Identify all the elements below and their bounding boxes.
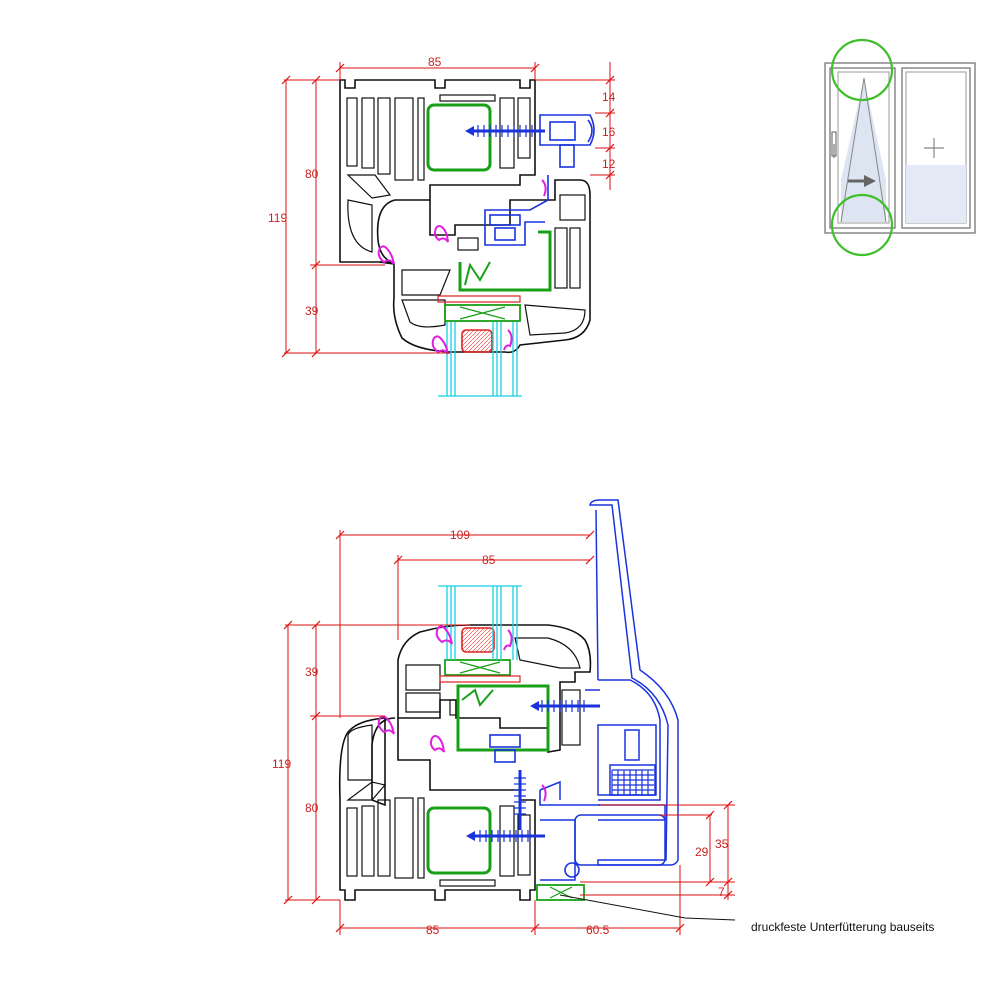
top-sash-reinforcement [458,230,552,292]
bottom-packing-block [536,884,585,901]
top-detail-marker [830,38,894,102]
note-leader-line [559,894,736,921]
top-dim-frame-height: 80 [305,167,319,181]
bottom-screw-lower [466,830,545,842]
bottom-dim-sash-height: 39 [305,665,319,679]
bottom-weatherbar [539,499,679,881]
top-section: 85 80 119 39 14 16 12 [268,55,616,397]
bottom-dim-right-a: 29 [695,845,709,859]
bottom-gaskets [377,625,547,802]
top-hardware [484,114,595,246]
top-dim-total-height: 119 [268,211,287,225]
bottom-dim-outer-width: 109 [450,528,470,542]
top-glazing-block [444,304,521,322]
bottom-screw-upper [530,700,600,712]
bottom-dim-right-c: 7 [718,885,725,899]
bottom-glass [438,585,522,660]
top-glass [438,322,522,397]
top-frame-reinforcement [426,103,492,172]
plus-icon [924,138,944,158]
bottom-dim-total-height: 119 [272,757,291,771]
top-frame-chambers [346,94,531,253]
bottom-spacer-bar [461,627,495,653]
bottom-dim-bottom-width: 85 [426,923,440,937]
top-dimensions [284,62,615,354]
bottom-dim-frame-height: 80 [305,801,319,815]
top-sash-chambers [401,194,586,336]
note-text: druckfeste Unterfütterung bauseits [751,920,934,934]
top-dim-c: 12 [602,157,616,171]
top-gaskets [377,179,547,355]
bottom-section: 109 85 39 119 80 85 60.5 29 35 7 druckfe… [272,499,934,937]
bottom-dim-sill-width: 60.5 [586,923,610,937]
bottom-hardware [489,734,600,878]
bottom-sash-chambers [405,637,581,746]
tilt-turn-window-icon [824,38,976,257]
top-screw [465,125,545,137]
top-sash-reinforcement-wave [464,261,491,286]
top-dim-a: 14 [602,90,616,104]
bottom-frame-chambers [346,724,531,887]
bottom-detail-marker [830,193,894,257]
bottom-dim-width: 85 [482,553,496,567]
top-spacer-bar [461,329,493,353]
top-dim-width: 85 [428,55,442,69]
bottom-frame-reinforcement [426,806,492,875]
bottom-screw-vertical [514,770,526,830]
bottom-dim-right-b: 35 [715,837,729,851]
bottom-frame-profile [338,717,536,901]
handle-icon [831,131,837,158]
bottom-sash-profile [397,624,592,753]
top-frame-profile [339,79,536,263]
bottom-dimension-ticks [283,530,733,933]
top-dim-b: 16 [602,125,616,139]
bottom-glazing-block [444,659,511,676]
top-dimension-ticks [281,63,615,358]
top-dim-sash-height: 39 [305,304,319,318]
top-sash-profile [379,179,591,354]
arrow-right-icon [848,175,876,187]
